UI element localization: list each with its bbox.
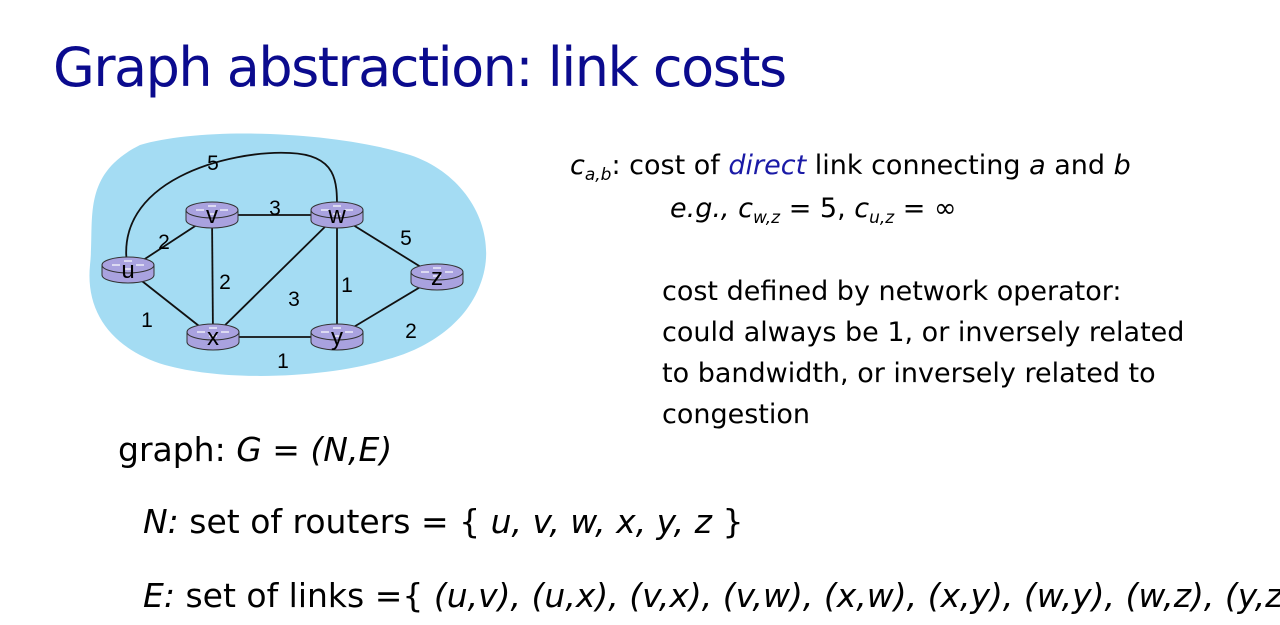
example-prefix: e.g., bbox=[670, 193, 739, 224]
link-cost-label-v-w: 3 bbox=[269, 197, 281, 220]
link-cost-definition: ca,b: cost of direct link connecting a a… bbox=[570, 150, 1131, 184]
nodes-def-close: } bbox=[711, 502, 744, 541]
network-cloud bbox=[89, 133, 487, 376]
router-label-w: w bbox=[327, 202, 346, 229]
router-label-y: y bbox=[331, 324, 343, 351]
example-value-2: = ∞ bbox=[894, 193, 957, 224]
example-symbol-2: c bbox=[854, 193, 870, 224]
link-u-w bbox=[125, 151, 338, 271]
description-line: could always be 1, or inversely related bbox=[662, 317, 1185, 348]
nodes-def-label: N: bbox=[143, 502, 179, 541]
definition-text-3: and bbox=[1045, 150, 1114, 181]
links-set-definition: E: set of links ={ (u,v), (u,x), (v,x), … bbox=[143, 576, 1280, 615]
cost-symbol-subscript: a,b bbox=[584, 165, 612, 185]
router-v: v bbox=[185, 201, 239, 229]
cost-example: e.g., cw,z = 5, cu,z = ∞ bbox=[670, 193, 957, 227]
description-line: cost defined by network operator: bbox=[662, 276, 1122, 307]
router-y: y bbox=[310, 323, 364, 351]
link-x-w bbox=[212, 214, 338, 338]
router-w: w bbox=[310, 201, 364, 229]
router-label-v: v bbox=[206, 202, 218, 229]
example-subscript-1: w,z bbox=[752, 208, 781, 228]
definition-var-a: a bbox=[1029, 150, 1046, 181]
graph-definition: graph: G = (N,E) bbox=[118, 430, 392, 469]
network-graph-diagram: 2 1 5 3 2 3 1 1 5 2 u v w x y z bbox=[89, 133, 487, 376]
definition-text-2: link connecting bbox=[806, 150, 1030, 181]
router-x: x bbox=[186, 323, 240, 351]
link-cost-label-x-y: 1 bbox=[277, 350, 289, 373]
link-cost-label-v-x: 2 bbox=[219, 271, 231, 294]
router-label-z: z bbox=[431, 264, 443, 291]
description-line: to bandwidth, or inversely related to bbox=[662, 358, 1156, 389]
description-line: congestion bbox=[662, 399, 811, 430]
definition-var-b: b bbox=[1113, 150, 1131, 181]
link-cost-label-u-x: 1 bbox=[141, 309, 153, 332]
definition-emphasis: direct bbox=[728, 150, 807, 181]
router-label-x: x bbox=[207, 324, 219, 351]
definition-text-1: : cost of bbox=[611, 150, 729, 181]
nodes-def-items: u, v, w, x, y, z bbox=[490, 502, 712, 541]
graph-def-label: graph: bbox=[118, 430, 237, 469]
router-z: z bbox=[410, 263, 464, 291]
slide-title: Graph abstraction: link costs bbox=[53, 36, 787, 99]
routers-set-definition: N: set of routers = { u, v, w, x, y, z } bbox=[143, 502, 743, 541]
link-v-x bbox=[211, 214, 214, 338]
link-cost-label-u-w: 5 bbox=[207, 152, 219, 175]
edges-def-text: set of links ={ bbox=[174, 576, 434, 615]
link-cost-label-w-z: 5 bbox=[400, 227, 412, 250]
graph-def-expr: G = (N,E) bbox=[236, 430, 393, 469]
edges-def-label: E: bbox=[143, 576, 175, 615]
example-value-1: = 5, bbox=[780, 193, 855, 224]
link-cost-label-w-y: 1 bbox=[341, 274, 353, 297]
edges-def-items: (u,v), (u,x), (v,x), (v,w), (x,w), (x,y)… bbox=[433, 576, 1280, 615]
cost-symbol: c bbox=[570, 150, 585, 181]
example-symbol-1: c bbox=[738, 193, 753, 224]
example-subscript-2: u,z bbox=[869, 208, 895, 228]
cost-description: cost defined by network operator: could … bbox=[662, 271, 1222, 435]
link-cost-label-u-v: 2 bbox=[158, 231, 170, 254]
router-u: u bbox=[101, 256, 155, 284]
link-cost-label-x-w: 3 bbox=[288, 288, 300, 311]
link-cost-label-y-z: 2 bbox=[405, 320, 417, 343]
nodes-def-text: set of routers = { bbox=[178, 502, 491, 541]
router-label-u: u bbox=[121, 257, 134, 284]
